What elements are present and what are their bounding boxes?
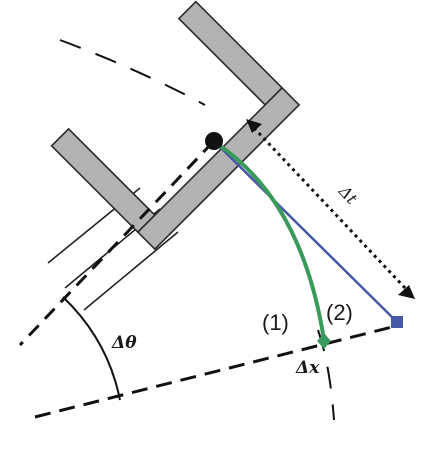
delta-t-arrow	[246, 119, 415, 299]
baseline-dashed	[34, 324, 397, 419]
curved-path	[214, 141, 326, 341]
end-point-diamond	[317, 333, 331, 349]
arm-axis-dashed	[18, 140, 215, 347]
gripper	[50, 0, 301, 251]
gripper-finger-right	[177, 0, 284, 106]
label-delta-t: Δt	[334, 181, 361, 208]
label-path-1: (1)	[262, 310, 289, 335]
gripper-finger-left	[50, 127, 156, 234]
angle-arc	[62, 296, 121, 401]
start-point	[205, 132, 223, 150]
gripper-base	[136, 86, 301, 251]
straight-path	[215, 142, 398, 323]
label-delta-theta: Δθ	[111, 333, 137, 353]
label-path-2: (2)	[326, 300, 353, 325]
label-delta-x: Δx	[295, 358, 320, 378]
dashed-arc	[59, 39, 335, 421]
end-point-square	[391, 316, 403, 328]
